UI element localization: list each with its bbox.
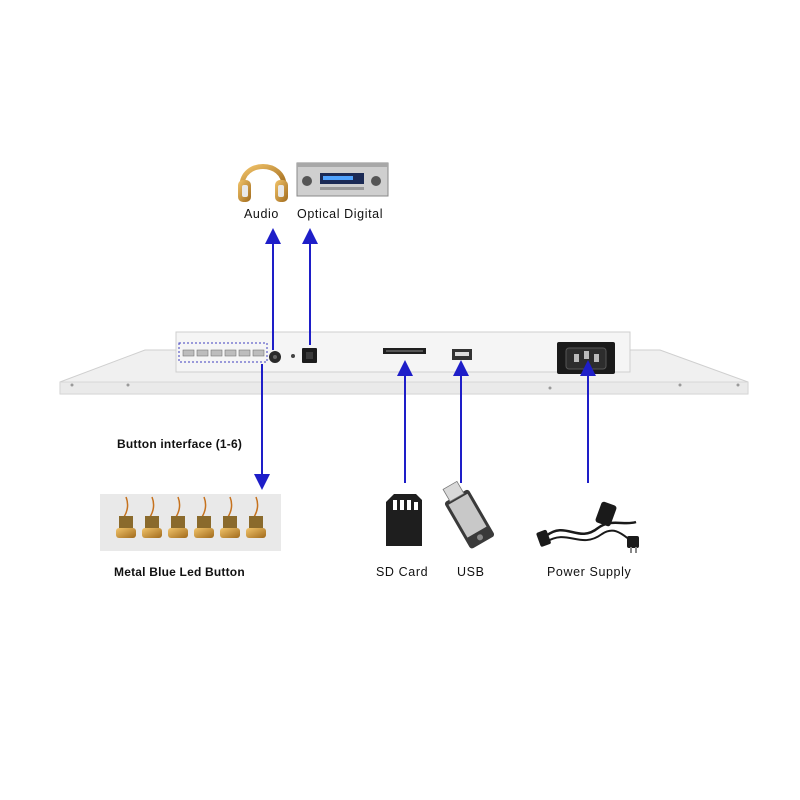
- power-cord-icon: [536, 501, 639, 553]
- sd-card-icon: [386, 494, 422, 546]
- usb-label: USB: [457, 565, 485, 579]
- small-hole: [291, 354, 295, 358]
- power-socket: [557, 342, 615, 374]
- led-button-icon: [116, 496, 136, 538]
- led-button-icon: [142, 496, 162, 538]
- amplifier-icon: [296, 162, 389, 197]
- optical-port: [302, 348, 317, 363]
- led-buttons-panel: [100, 494, 281, 551]
- optical-digital-label: Optical Digital: [297, 207, 384, 221]
- sd-card-label: SD Card: [376, 565, 429, 579]
- button-interface-label: Button interface (1-6): [117, 437, 243, 451]
- button-ports: [178, 342, 268, 363]
- usb-stick-icon: [442, 480, 495, 549]
- power-supply-label: Power Supply: [547, 565, 632, 579]
- led-button-icon: [194, 496, 214, 538]
- arrows: [254, 228, 596, 490]
- headphones-icon: [238, 164, 288, 202]
- audio-jack: [269, 351, 281, 363]
- audio-label: Audio: [244, 207, 279, 221]
- led-button-icon: [220, 496, 240, 538]
- led-button-icon: [246, 496, 266, 538]
- usb-port: [452, 349, 472, 360]
- metal-button-label: Metal Blue Led Button: [114, 565, 245, 579]
- sd-slot: [383, 348, 426, 354]
- led-button-icon: [168, 496, 188, 538]
